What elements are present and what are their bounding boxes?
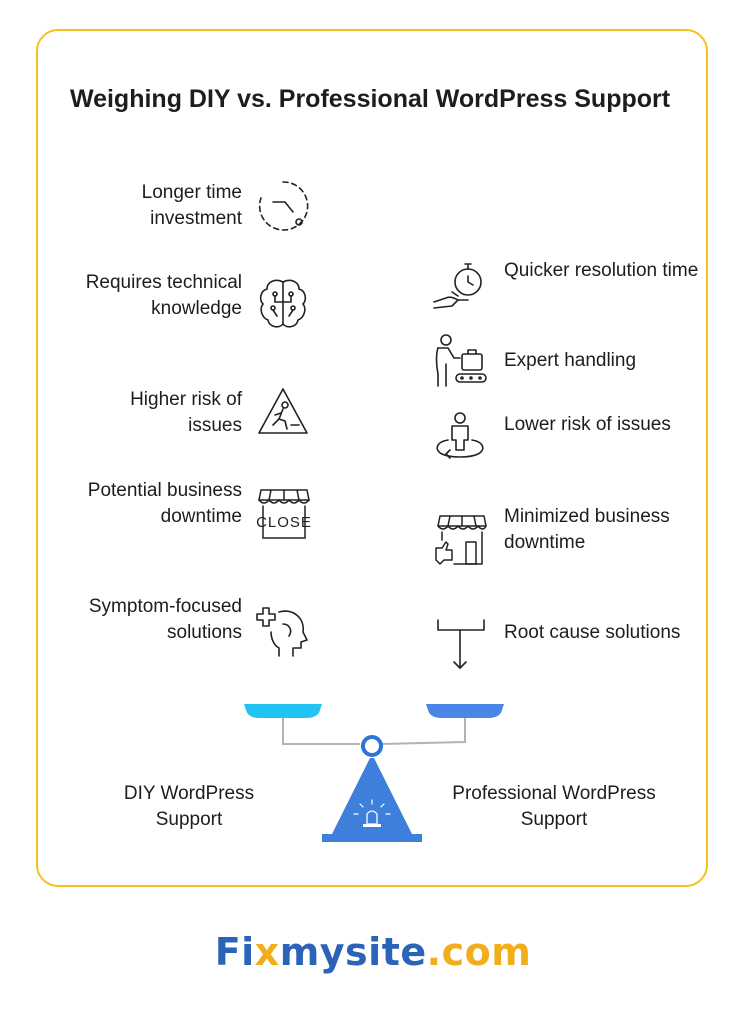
arrow-down-icon: [432, 618, 488, 674]
pro-item-label-5: Root cause solutions: [504, 622, 681, 643]
head-medical-icon: [255, 602, 311, 658]
logo-part-2: x: [254, 930, 280, 974]
warning-icon: [255, 383, 311, 439]
logo-part-1: Fi: [214, 930, 255, 974]
closed-shop-icon: CLOSE: [255, 486, 313, 542]
pro-caption: Professional WordPress Support: [452, 783, 656, 830]
diy-item-label-5: Symptom-focused solutions: [88, 596, 242, 643]
diy-caption: DIY WordPress Support: [123, 783, 255, 830]
shop-icon: [432, 512, 490, 568]
clock-icon: [255, 178, 311, 234]
page-title: Weighing DIY vs. Professional WordPress …: [69, 85, 671, 113]
person-circle-icon: [432, 410, 488, 466]
logo-part-4: .com: [426, 930, 532, 974]
expert-person-icon: [432, 334, 488, 390]
diy-item-label-3: Higher risk of issues: [130, 389, 242, 436]
diy-item-label-1: Longer time investment: [141, 182, 242, 229]
stopwatch-hand-icon: [432, 258, 488, 314]
brand-logo: Fixmysite.com: [0, 930, 746, 974]
pro-item-label-2: Expert handling: [504, 350, 637, 371]
diy-item-label-4: Potential business downtime: [87, 480, 242, 527]
diy-scale-pan: [244, 704, 322, 718]
pro-item-label-4: Minimized business downtime: [504, 506, 670, 553]
diy-item-label-2: Requires technical knowledge: [85, 272, 242, 319]
pro-item-label-3: Lower risk of issues: [504, 414, 671, 435]
svg-text:CLOSE: CLOSE: [256, 514, 312, 531]
pro-item-label-1: Quicker resolution time: [504, 260, 699, 281]
logo-part-3: mysite: [279, 930, 427, 974]
balance-scale: [230, 696, 520, 856]
brain-icon: [255, 276, 311, 332]
pro-scale-pan: [426, 704, 504, 718]
